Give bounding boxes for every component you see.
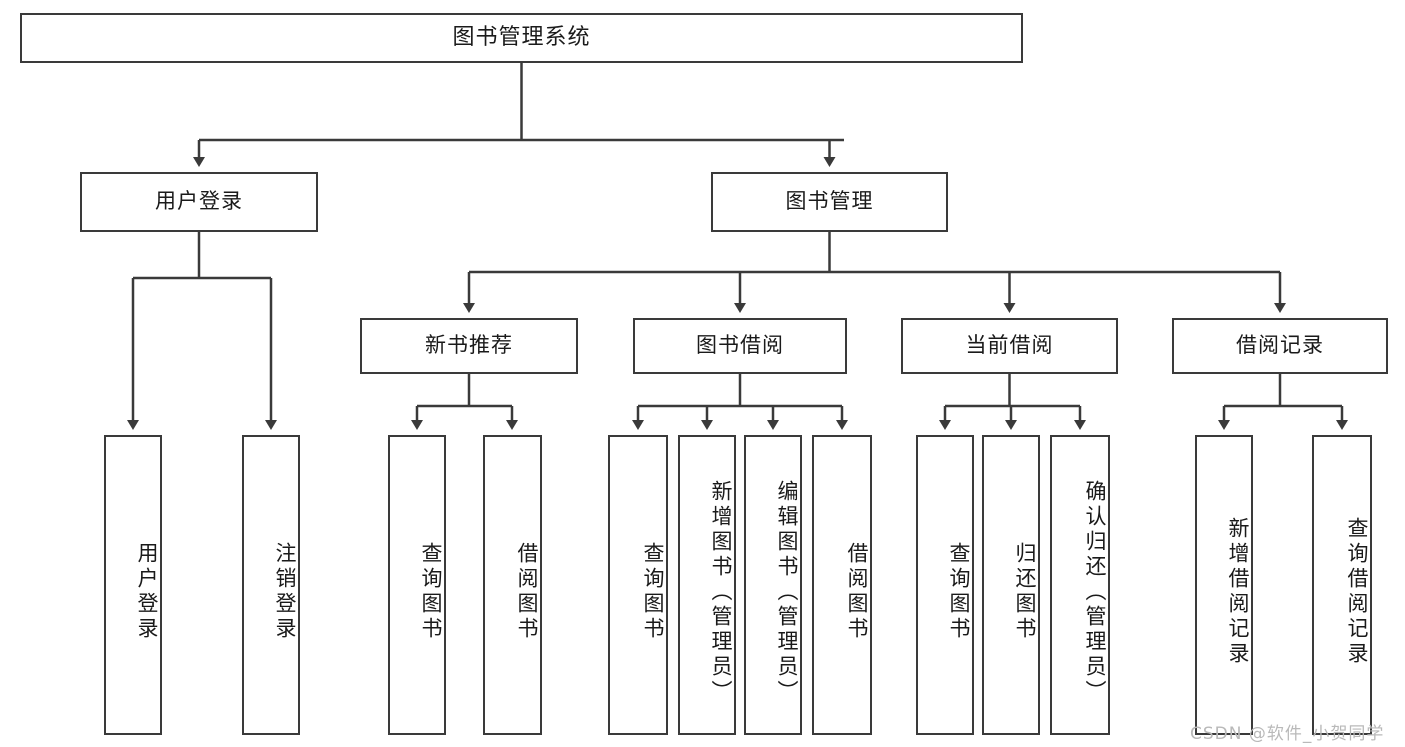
node-label: 查询图书 bbox=[419, 542, 443, 642]
node-leaf-borrow-book-recommend[interactable]: 借阅图书 bbox=[483, 435, 542, 735]
node-leaf-query-book-borrow[interactable]: 查询图书 bbox=[608, 435, 668, 735]
node-leaf-add-book-admin[interactable]: 新增图书（管理员） bbox=[678, 435, 736, 735]
node-label: 当前借阅 bbox=[965, 333, 1054, 358]
node-leaf-logout[interactable]: 注销登录 bbox=[242, 435, 300, 735]
node-label: 借阅图书 bbox=[515, 542, 539, 642]
node-label: 归还图书 bbox=[1013, 542, 1037, 642]
node-leaf-query-book-current[interactable]: 查询图书 bbox=[916, 435, 974, 735]
node-label: 借阅记录 bbox=[1236, 333, 1324, 358]
node-leaf-edit-book-admin[interactable]: 编辑图书（管理员） bbox=[744, 435, 802, 735]
node-book-borrow[interactable]: 图书借阅 bbox=[633, 318, 847, 374]
node-label: 注销登录 bbox=[273, 542, 297, 642]
node-label: 用户登录 bbox=[135, 542, 159, 642]
node-label: 用户登录 bbox=[155, 189, 243, 214]
node-leaf-query-book-recommend[interactable]: 查询图书 bbox=[388, 435, 446, 735]
node-leaf-confirm-return-admin[interactable]: 确认归还（管理员） bbox=[1050, 435, 1110, 735]
node-label: 借阅图书 bbox=[845, 542, 869, 642]
node-label: 新增借阅记录 bbox=[1226, 517, 1250, 667]
node-root-system[interactable]: 图书管理系统 bbox=[20, 13, 1023, 63]
node-label: 新书推荐 bbox=[425, 333, 513, 358]
node-leaf-add-borrow-record[interactable]: 新增借阅记录 bbox=[1195, 435, 1253, 735]
node-label: 编辑图书（管理员） bbox=[775, 479, 799, 705]
node-label: 图书借阅 bbox=[696, 333, 784, 358]
node-label: 确认归还（管理员） bbox=[1083, 479, 1107, 705]
node-book-management[interactable]: 图书管理 bbox=[711, 172, 948, 232]
node-new-book-recommend[interactable]: 新书推荐 bbox=[360, 318, 578, 374]
node-label: 新增图书（管理员） bbox=[709, 479, 733, 705]
node-leaf-query-borrow-record[interactable]: 查询借阅记录 bbox=[1312, 435, 1372, 735]
node-label: 图书管理 bbox=[785, 189, 874, 214]
node-borrow-records[interactable]: 借阅记录 bbox=[1172, 318, 1388, 374]
node-leaf-return-book[interactable]: 归还图书 bbox=[982, 435, 1040, 735]
node-label: 查询借阅记录 bbox=[1345, 517, 1369, 667]
node-leaf-lend-book[interactable]: 借阅图书 bbox=[812, 435, 872, 735]
node-leaf-user-login[interactable]: 用户登录 bbox=[104, 435, 162, 735]
node-label: 查询图书 bbox=[641, 542, 665, 642]
node-label: 查询图书 bbox=[947, 542, 971, 642]
node-current-borrow[interactable]: 当前借阅 bbox=[901, 318, 1118, 374]
node-label: 图书管理系统 bbox=[452, 24, 591, 50]
csdn-watermark: CSDN @软件_小贺同学 bbox=[1190, 724, 1385, 744]
node-user-login[interactable]: 用户登录 bbox=[80, 172, 318, 232]
